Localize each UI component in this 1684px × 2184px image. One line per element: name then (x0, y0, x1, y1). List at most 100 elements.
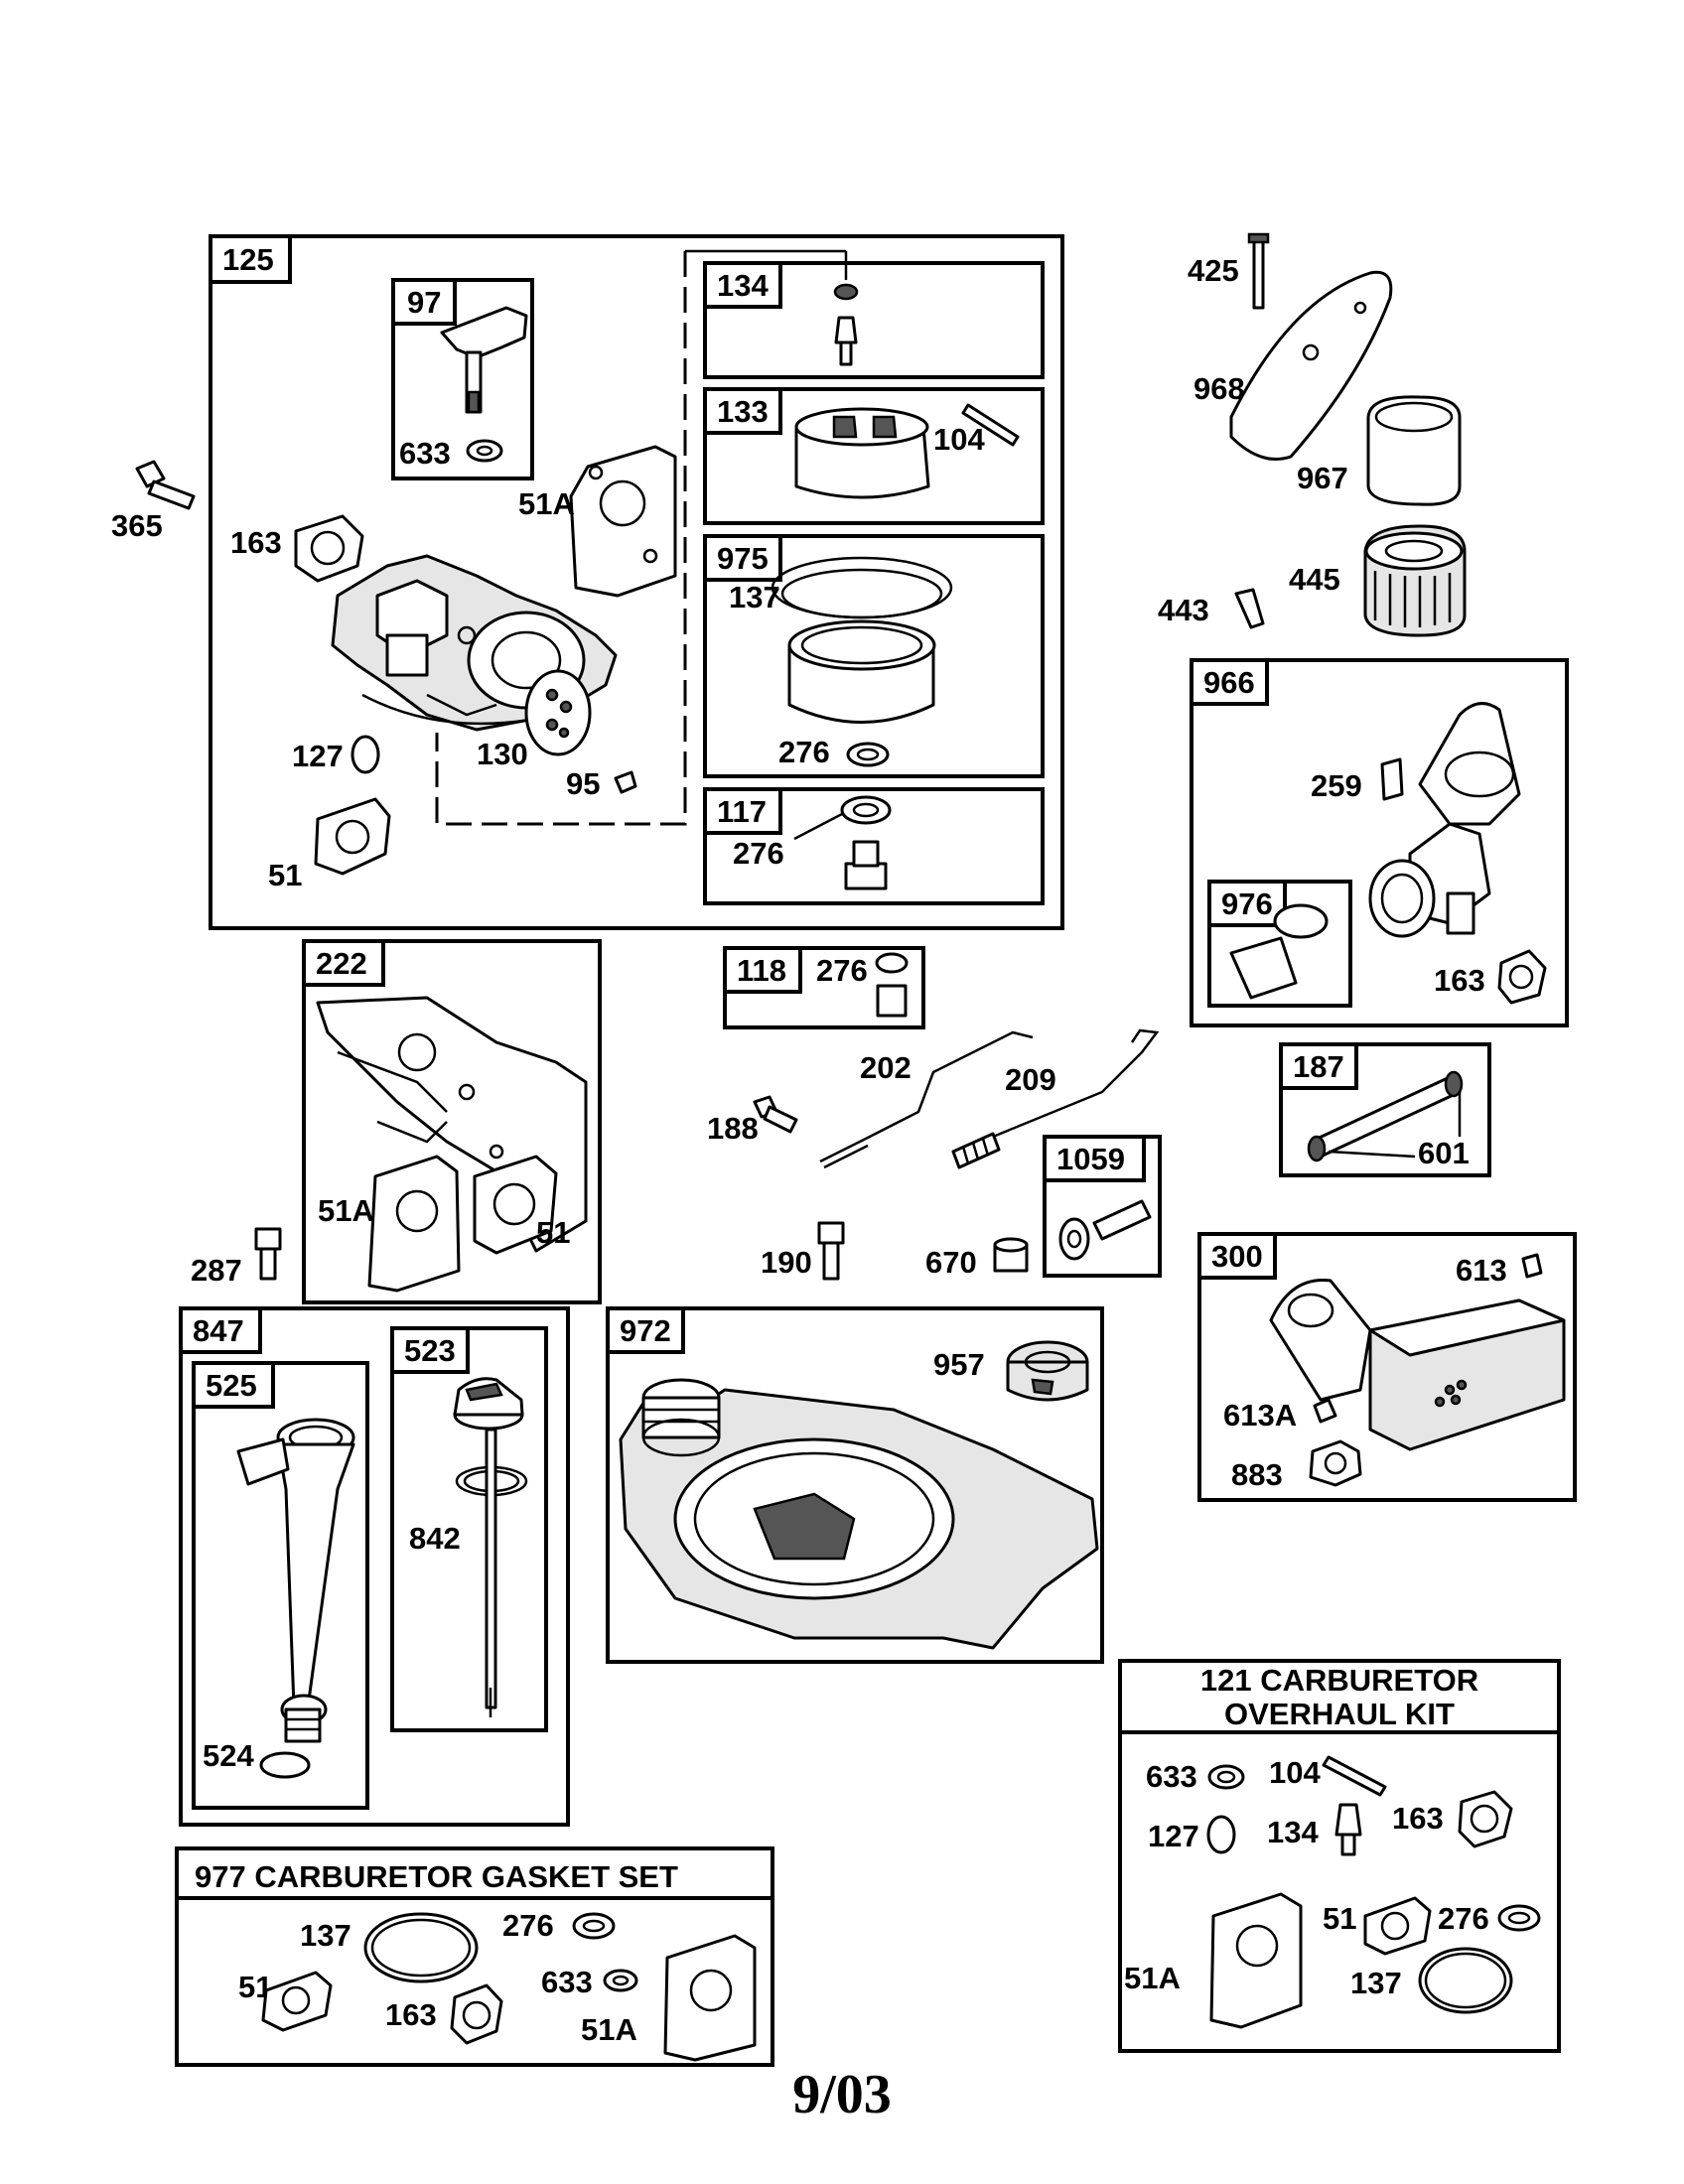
bolt-190 (817, 1221, 845, 1281)
group-300: 300 613 613A 883 (1197, 1232, 1577, 1502)
insulator-51a-top (569, 445, 677, 598)
label-276-b: 276 (733, 836, 784, 871)
label-125: 125 (222, 242, 274, 277)
box-847 (179, 1306, 570, 1827)
label-633-top: 633 (399, 436, 451, 471)
tag-125 (209, 234, 292, 284)
box-300 (1197, 1232, 1577, 1502)
oring-137-kit (1418, 1947, 1513, 2014)
label-300: 300 (1211, 1239, 1263, 1274)
washer-276-kit (1497, 1904, 1541, 1932)
box-117 (703, 787, 1045, 905)
air-cleaner-base (1368, 702, 1521, 938)
label-425: 425 (1188, 253, 1239, 288)
box-134 (703, 261, 1045, 379)
title-gasket-set: 977 CARBURETOR GASKET SET (195, 1859, 678, 1894)
float-133 (794, 407, 930, 499)
label-134: 134 (717, 268, 769, 303)
plug-118 (876, 984, 908, 1018)
box-966 (1190, 658, 1569, 1027)
choke-976 (1229, 903, 1329, 1000)
oring-524 (259, 1751, 311, 1779)
tag-187 (1279, 1042, 1358, 1090)
gasket-163-gs (450, 1983, 503, 2045)
tag-134 (703, 261, 782, 309)
needle-seat-633 (466, 439, 503, 463)
group-121-overhaul-kit: 121 CARBURETOR OVERHAUL KIT 633 104 127 … (1118, 1659, 1561, 2053)
fuel-tank-972 (619, 1378, 1099, 1650)
breather-259 (1380, 757, 1404, 801)
box-133 (703, 387, 1045, 525)
label-104-kit: 104 (1269, 1755, 1321, 1790)
label-127-kit: 127 (1148, 1819, 1199, 1853)
diaphragm-130 (524, 669, 592, 756)
gasket-163-kit (1458, 1790, 1513, 1848)
gasket-163-mid (1497, 949, 1547, 1005)
label-117: 117 (717, 794, 767, 829)
float-pin-104 (961, 403, 1020, 447)
box-121 (1118, 1659, 1561, 2053)
welch-plug-127 (351, 735, 380, 774)
box-125 (209, 234, 1064, 930)
tag-976 (1207, 880, 1287, 927)
air-cleaner-group: 425 968 967 445 443 (1158, 232, 1467, 637)
tag-117 (703, 787, 782, 835)
seat-633-gs (603, 1969, 638, 1992)
bolt-425 (1252, 236, 1265, 310)
label-118: 118 (737, 953, 786, 988)
label-137-gs: 137 (300, 1918, 351, 1953)
dipstick-tube-525 (236, 1418, 355, 1743)
washer-276-c (875, 952, 909, 974)
washer-1059 (1058, 1217, 1090, 1261)
screw-95 (614, 770, 637, 794)
spring-209-rod (992, 1028, 1160, 1139)
insulator-51a-gs (663, 1934, 757, 2062)
group-125-carburetor: 125 97 633 51A 163 (209, 234, 1064, 930)
label-51a-top: 51A (518, 486, 575, 521)
label-601: 601 (1418, 1136, 1470, 1170)
label-51-kit: 51 (1323, 1901, 1356, 1936)
tag-523 (390, 1326, 470, 1374)
washer-276-a (846, 742, 890, 767)
tag-222 (302, 939, 385, 987)
bolt-365 (135, 460, 196, 510)
pre-cleaner-967 (1366, 395, 1462, 506)
box-977 (175, 1846, 774, 2067)
label-190: 190 (761, 1245, 812, 1280)
label-127-top: 127 (292, 739, 344, 773)
label-202: 202 (860, 1050, 912, 1085)
bowl-nut (844, 840, 888, 890)
tag-118 (723, 946, 802, 994)
tag-847 (179, 1306, 262, 1354)
label-51a-kit: 51A (1124, 1961, 1181, 1995)
label-188: 188 (707, 1111, 759, 1146)
label-163-kit: 163 (1392, 1801, 1444, 1836)
label-104-top: 104 (933, 422, 985, 457)
washer-276-gs (572, 1912, 616, 1940)
label-524: 524 (203, 1738, 254, 1773)
tag-525 (192, 1361, 275, 1409)
label-972: 972 (620, 1313, 671, 1348)
screw-613 (1521, 1253, 1543, 1279)
box-975 (703, 534, 1045, 778)
label-842: 842 (409, 1521, 461, 1556)
spring-209 (951, 1132, 1001, 1169)
label-134-kit: 134 (1267, 1815, 1319, 1849)
label-957: 957 (933, 1347, 985, 1382)
label-130: 130 (477, 737, 528, 771)
float-bowl (787, 619, 936, 724)
dashed-bracket (435, 251, 687, 826)
label-613a: 613A (1223, 1398, 1297, 1433)
tag-300 (1197, 1232, 1277, 1280)
label-883: 883 (1231, 1457, 1283, 1492)
label-51a-gs: 51A (581, 2012, 637, 2047)
insulator-51a-kit (1209, 1892, 1303, 2029)
label-97: 97 (407, 285, 441, 320)
label-847: 847 (193, 1313, 244, 1348)
label-133: 133 (717, 394, 769, 429)
label-276-kit: 276 (1438, 1901, 1489, 1936)
label-163-gs: 163 (385, 1997, 437, 2032)
label-975: 975 (717, 541, 769, 576)
label-51-top: 51 (268, 858, 302, 892)
label-1059: 1059 (1056, 1142, 1125, 1176)
